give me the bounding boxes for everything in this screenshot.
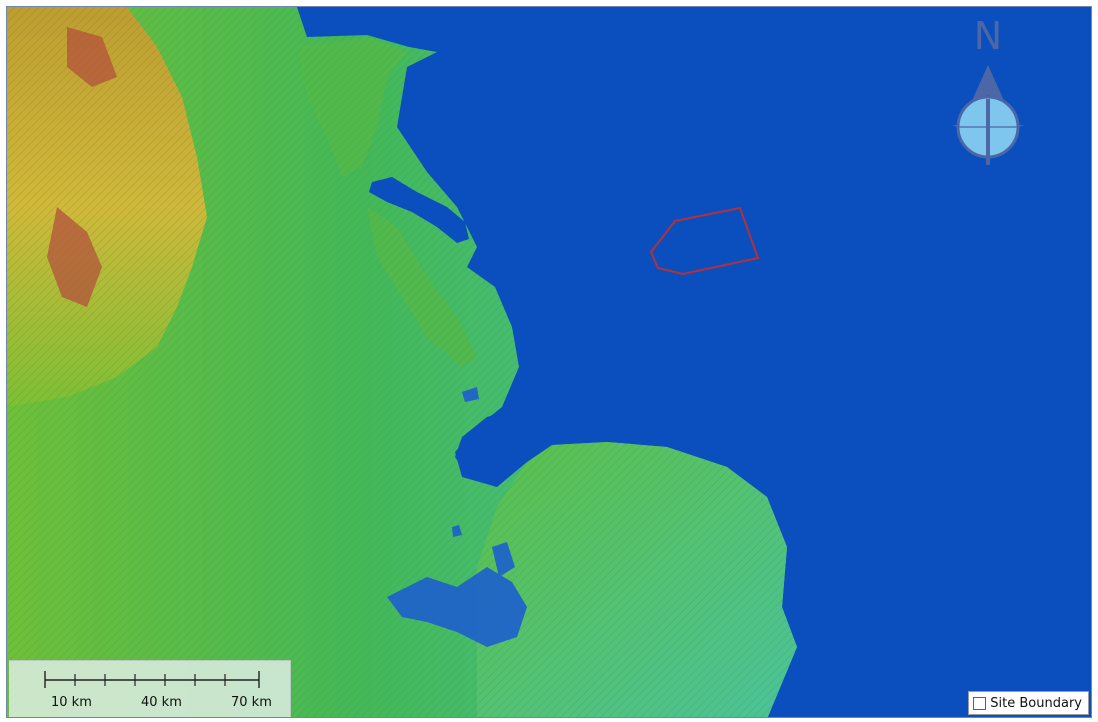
site-boundary[interactable] bbox=[649, 206, 760, 276]
scale-label-70km: 70 km bbox=[231, 695, 272, 710]
north-arrow-icon bbox=[971, 65, 1005, 103]
scale-bar: 10 km 40 km 70 km bbox=[9, 660, 291, 717]
compass-icon bbox=[951, 65, 1025, 165]
north-letter: N bbox=[973, 14, 1003, 58]
scale-label-10km: 10 km bbox=[51, 695, 92, 710]
map-legend: Site Boundary bbox=[968, 691, 1089, 715]
scale-label-40km: 40 km bbox=[141, 695, 182, 710]
fens-water bbox=[387, 387, 527, 647]
legend-swatch-icon bbox=[973, 696, 987, 710]
terrain-texture bbox=[7, 7, 797, 717]
map-canvas[interactable] bbox=[7, 7, 1092, 718]
map-frame[interactable]: N 10 km 40 km 70 km Site Boundary bbox=[6, 6, 1092, 718]
scale-bar-ruler bbox=[44, 671, 260, 688]
the-wash bbox=[455, 407, 552, 485]
humber-estuary bbox=[369, 177, 469, 243]
legend-label-site-boundary: Site Boundary bbox=[990, 695, 1082, 711]
north-arrow: N bbox=[945, 17, 1031, 167]
